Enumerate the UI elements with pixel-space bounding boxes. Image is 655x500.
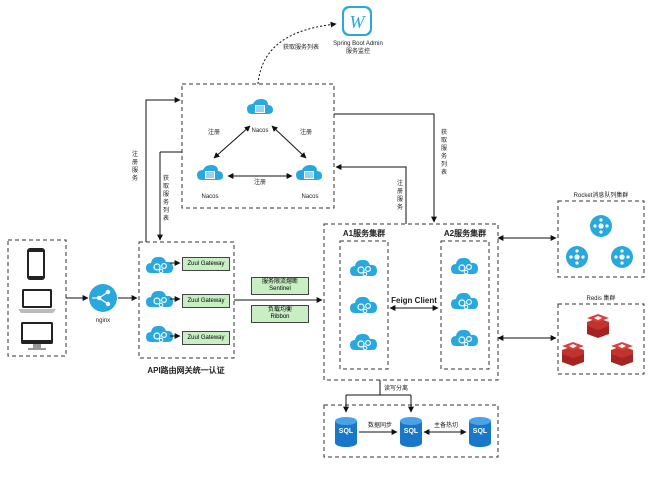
phone-icon: [27, 248, 45, 280]
nacos-edge-left: [213, 125, 251, 159]
desktop-icon: [21, 322, 53, 350]
nacos-label-left: Nacos: [201, 194, 219, 200]
services-fetch-edge: [334, 113, 437, 223]
monitor-edge-label: 获取服务列表: [283, 45, 320, 51]
sentinel-box: 服务限流熔断 Sentinel: [251, 277, 309, 295]
zuul-gateway-2: Zuul Gateway: [182, 294, 230, 308]
sql-label-2: SQL: [403, 428, 419, 435]
a1-cloud-icon-3: [349, 333, 378, 351]
sql-label-1: SQL: [338, 428, 354, 435]
rocket-box: [557, 200, 645, 278]
gateway-cloud-icon-2: [145, 290, 174, 308]
zuul-gateway-label-2: Zuul Gateway: [187, 297, 225, 304]
monitor-edge: [257, 21, 337, 85]
zuul-gateway-label-3: Zuul Gateway: [187, 334, 225, 341]
laptop-icon: [18, 289, 56, 313]
services-register-edge: [335, 164, 407, 224]
services-box: [323, 223, 499, 381]
zuul-gateway-3: Zuul Gateway: [182, 331, 230, 345]
spring-boot-admin-label-1: Spring Boot Admin: [333, 41, 383, 47]
gateway-fetch-label: 获取服务列表: [162, 176, 169, 222]
nacos-icon-right: [295, 164, 323, 181]
gateway-cloud-icon-1: [145, 256, 174, 274]
nacos-icon-top: [246, 98, 274, 115]
services-register-label: 注册服务: [396, 181, 403, 211]
redis-box: [557, 303, 645, 375]
db-failover-label: 主备热切: [433, 423, 459, 429]
sentinel-box-line2: Sentinel: [269, 286, 291, 292]
sentinel-box-line1: 服务限流熔断: [261, 279, 298, 286]
spring-boot-admin-icon: W: [342, 6, 372, 36]
rw-split-label: 读写分离: [384, 386, 409, 392]
nacos-edge-right: [271, 125, 307, 159]
gateway-caption: API路由网关统一认证: [147, 366, 225, 375]
a2-cloud-icon-3: [450, 329, 479, 347]
a1-cloud-icon-1: [349, 259, 378, 277]
zuul-gateway-label-1: Zuul Gateway: [187, 260, 225, 267]
redis-icon-1: [587, 314, 609, 338]
nacos-register-bottom: 注册: [253, 180, 267, 186]
rocket-icon-2: [566, 246, 588, 268]
rocket-cluster-title: Rocket消息队列集群: [573, 193, 629, 199]
svg-text:W: W: [350, 12, 367, 32]
nacos-label-right: Nacos: [301, 194, 319, 200]
ribbon-box-line2: Ribbon: [270, 314, 290, 320]
zuul-gateway-1: Zuul Gateway: [182, 257, 230, 271]
redis-icon-3: [611, 342, 633, 366]
a2-cluster-box: [440, 240, 490, 370]
redis-cluster-title: Redis 集群: [586, 296, 616, 302]
a2-cloud-icon-2: [450, 292, 479, 310]
gateway-box: [138, 241, 235, 359]
nacos-icon-left: [196, 164, 224, 181]
redis-icon-2: [562, 342, 584, 366]
nacos-register-right: 注册: [300, 130, 313, 136]
nacos-box: [181, 83, 335, 209]
sql-label-3: SQL: [472, 428, 488, 435]
ribbon-box-line1: 负载均衡: [267, 307, 292, 314]
a2-cluster-title: A2服务集群: [443, 229, 487, 238]
nginx-icon: [89, 284, 117, 312]
gateway-cloud-icon-3: [145, 325, 174, 343]
nacos-label-top: Nacos: [251, 128, 269, 134]
db-sync-label: 数据同步: [367, 423, 393, 429]
rocket-icon-3: [611, 246, 633, 268]
a1-cloud-icon-2: [349, 296, 378, 314]
ribbon-box: 负载均衡 Ribbon: [251, 305, 309, 323]
nginx-label: nginx: [95, 318, 111, 324]
a1-cluster-title: A1服务集群: [342, 229, 386, 238]
spring-boot-admin-label-2: 服务监控: [345, 49, 371, 55]
gateway-register-label: 注册服务: [131, 152, 138, 182]
a1-cluster-box: [339, 240, 389, 370]
rocket-icon-1: [590, 215, 612, 237]
feign-client-label: Feign Client: [391, 296, 437, 305]
a2-cloud-icon-1: [450, 257, 479, 275]
gateway-register-edge: [145, 97, 181, 242]
nacos-register-left: 注册: [208, 130, 221, 136]
services-fetch-label: 获取服务列表: [440, 130, 447, 176]
